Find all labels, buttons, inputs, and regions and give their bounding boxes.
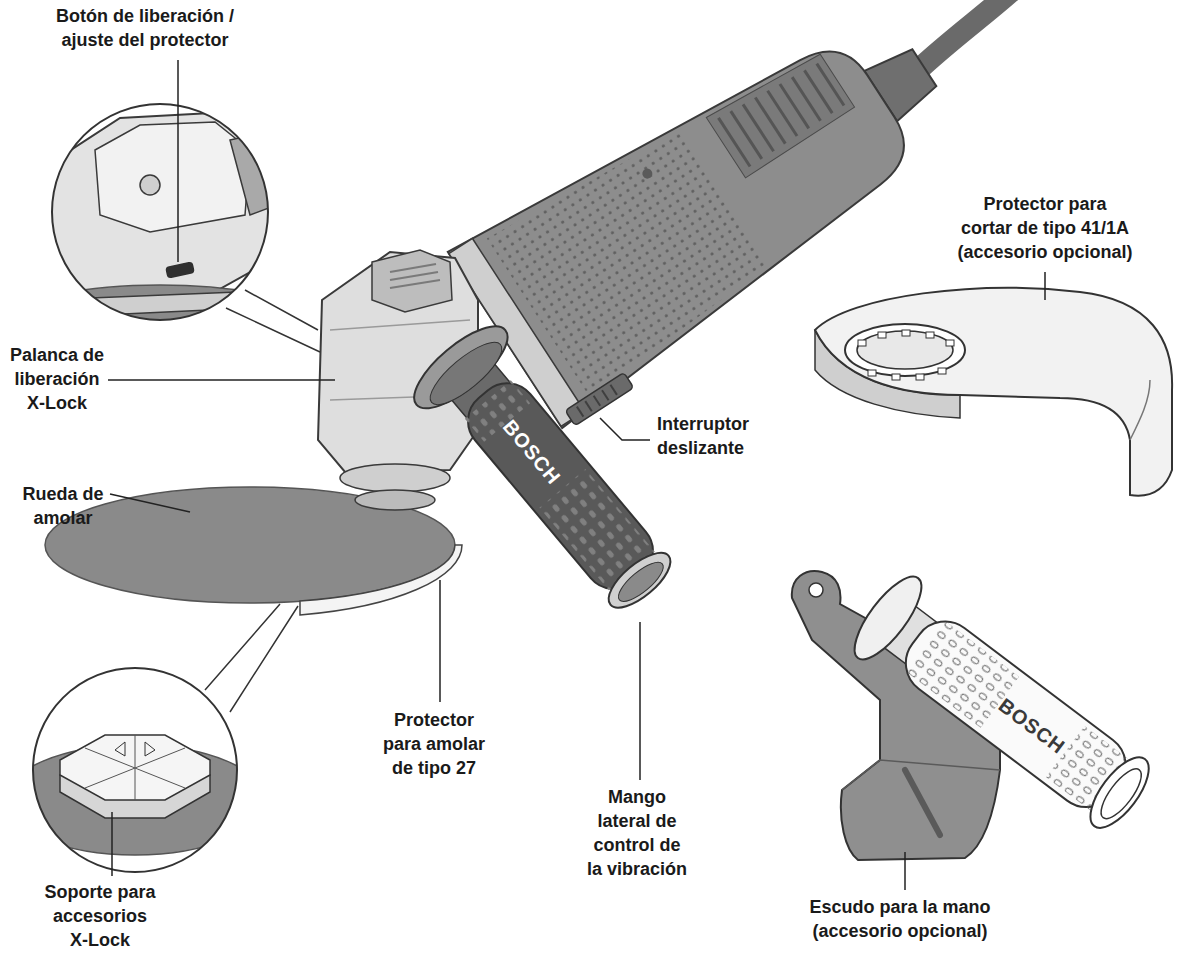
label-line: lateral de — [587, 809, 687, 833]
label-line: Protector — [383, 708, 485, 732]
inset-circle — [52, 104, 268, 320]
leader-lines — [108, 60, 1045, 890]
label-line: Escudo para la mano — [809, 895, 990, 919]
type27-guard — [300, 545, 462, 615]
label-line: X-Lock — [44, 928, 155, 952]
part-label: Protector para amolar de tipo 27 — [383, 708, 485, 780]
label-line: liberación — [10, 367, 104, 391]
inset-circle — [33, 668, 237, 872]
part-label: Interruptor deslizante — [657, 412, 749, 460]
side-handle — [402, 313, 694, 630]
label-line: amolar — [22, 506, 103, 530]
label-line: (accesorio opcional) — [809, 919, 990, 943]
inset-pointer — [226, 290, 320, 352]
inset-pointer — [205, 604, 298, 712]
label-line: Interruptor — [657, 412, 749, 436]
label-line: Protector para — [957, 192, 1132, 216]
release-button-inset — [0, 104, 350, 405]
side-handle — [844, 567, 1165, 843]
type41-guard — [815, 288, 1172, 496]
label-line: la vibración — [587, 857, 687, 881]
xlock-mount-inset — [5, 668, 265, 872]
brand-mark: BOSCH — [995, 694, 1070, 758]
part-label: Palanca de liberación X-Lock — [10, 343, 104, 415]
power-cord — [916, 0, 1015, 72]
label-line: X-Lock — [10, 391, 104, 415]
motor-body — [448, 0, 984, 432]
brand-mark: BOSCH — [499, 415, 565, 488]
part-label: Protector para cortar de tipo 41/1A (acc… — [957, 192, 1132, 264]
label-line: accesorios — [44, 904, 155, 928]
label-line: Botón de liberación / — [56, 4, 234, 28]
label-line: ajuste del protector — [56, 28, 234, 52]
label-line: Soporte para — [44, 880, 155, 904]
label-line: Rueda de — [22, 482, 103, 506]
part-label: Soporte para accesorios X-Lock — [44, 880, 155, 952]
part-label: Rueda de amolar — [22, 482, 103, 530]
label-line: de tipo 27 — [383, 756, 485, 780]
part-label: Escudo para la mano (accesorio opcional) — [809, 895, 990, 943]
label-line: (accesorio opcional) — [957, 240, 1132, 264]
part-label: Botón de liberación / ajuste del protect… — [56, 4, 234, 52]
part-label: Mango lateral de control de la vibración — [587, 785, 687, 881]
label-line: Palanca de — [10, 343, 104, 367]
label-line: para amolar — [383, 732, 485, 756]
label-line: cortar de tipo 41/1A — [957, 216, 1132, 240]
label-line: control de — [587, 833, 687, 857]
label-line: deslizante — [657, 436, 749, 460]
label-line: Mango — [587, 785, 687, 809]
